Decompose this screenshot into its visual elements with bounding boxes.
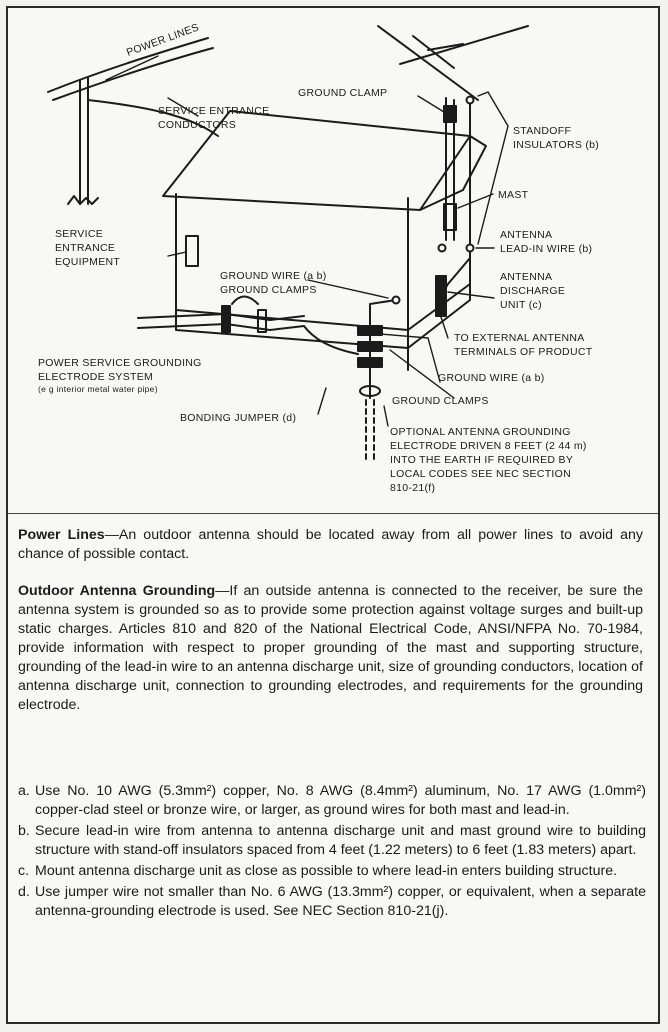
bonding-jumper-line <box>303 325 359 355</box>
label-discharge-1: ANTENNA <box>500 271 552 283</box>
label-discharge-3: UNIT (c) <box>500 299 542 311</box>
grounding-body: —If an outside antenna is connected to t… <box>18 583 643 713</box>
utility-pole-icon <box>47 37 214 205</box>
list-marker: c. <box>18 863 30 879</box>
list-marker: d. <box>18 884 30 900</box>
label-ground-wire-ab: GROUND WIRE (a b) <box>220 270 327 282</box>
list-text: Mount antenna discharge unit as close as… <box>35 863 618 879</box>
discharge-unit-icon <box>435 275 447 317</box>
label-optional-3: INTO THE EARTH IF REQUIRED BY <box>390 454 573 466</box>
requirements-list: a. Use No. 10 AWG (5.3mm²) copper, No. 8 … <box>18 782 646 923</box>
house-icon <box>162 110 487 371</box>
list-item: a. Use No. 10 AWG (5.3mm²) copper, No. 8 … <box>18 782 646 820</box>
label-ground-clamp: GROUND CLAMP <box>298 87 387 99</box>
antenna-grounding-diagram: POWER LINES SERVICE ENTRANCE CONDUCTORS … <box>38 21 599 494</box>
list-item: b. Secure lead-in wire from antenna to an… <box>18 822 646 860</box>
label-service-equipment-2: ENTRANCE <box>55 242 115 254</box>
label-power-grounding-2: ELECTRODE SYSTEM <box>38 371 153 383</box>
label-service-entrance-conductors: SERVICE ENTRANCE <box>158 105 269 117</box>
antenna-mast-icon <box>377 25 529 241</box>
label-standoff-insulators: INSULATORS (b) <box>513 139 599 151</box>
label-standoff: STANDOFF <box>513 125 571 137</box>
grounding-paragraph: Outdoor Antenna Grounding—If an outside … <box>18 582 643 715</box>
label-ground-wire-ab-right: GROUND WIRE (a b) <box>438 372 545 384</box>
list-item: d. Use jumper wire not smaller than No. 6… <box>18 883 646 921</box>
label-power-lines: POWER LINES <box>125 21 201 58</box>
list-text: Use No. 10 AWG (5.3mm²) copper, No. 8 AW… <box>35 783 646 818</box>
list-text: Use jumper wire not smaller than No. 6 A… <box>35 884 646 919</box>
label-to-external-2: TERMINALS OF PRODUCT <box>454 346 593 358</box>
label-discharge-2: DISCHARGE <box>500 285 565 297</box>
power-lines-body: —An outdoor antenna should be located aw… <box>18 527 643 562</box>
label-service-equipment-1: SERVICE <box>55 228 103 240</box>
standoff-insulator-icon <box>465 95 475 105</box>
ground-clamp-icon-2 <box>257 309 267 333</box>
label-ground-clamps-bottom: GROUND CLAMPS <box>392 395 489 407</box>
label-optional-4: LOCAL CODES SEE NEC SECTION <box>390 468 571 480</box>
power-lines-heading: Power Lines <box>18 527 105 543</box>
standoff-insulator-icon-3 <box>437 243 447 253</box>
section-divider <box>8 513 658 514</box>
list-marker: a. <box>18 783 30 799</box>
label-optional-5: 810-21(f) <box>390 482 435 494</box>
label-power-grounding-3: (e g interior metal water pipe) <box>38 384 158 394</box>
ground-rod-icon <box>357 325 383 464</box>
label-to-external-1: TO EXTERNAL ANTENNA <box>454 332 585 344</box>
label-service-entrance-conductors-2: CONDUCTORS <box>158 119 236 131</box>
label-optional-2: ELECTRODE DRIVEN 8 FEET (2 44 m) <box>390 440 587 452</box>
label-service-equipment-3: EQUIPMENT <box>55 256 120 268</box>
label-antenna-leadin-2: LEAD-IN WIRE (b) <box>500 243 592 255</box>
grounding-heading: Outdoor Antenna Grounding <box>18 583 216 599</box>
label-power-grounding-1: POWER SERVICE GROUNDING <box>38 357 202 369</box>
label-mast: MAST <box>498 189 529 201</box>
power-lines-paragraph: Power Lines—An outdoor antenna should be… <box>18 526 643 564</box>
document-frame: POWER LINES SERVICE ENTRANCE CONDUCTORS … <box>6 6 660 1024</box>
list-text: Secure lead-in wire from antenna to ante… <box>35 823 646 858</box>
standoff-insulator-icon-2 <box>465 243 475 253</box>
label-ground-clamps: GROUND CLAMPS <box>220 284 317 296</box>
list-marker: b. <box>18 823 30 839</box>
label-optional-1: OPTIONAL ANTENNA GROUNDING <box>390 426 571 438</box>
ground-clamp-icon <box>221 305 231 333</box>
service-conductor-line <box>87 99 219 137</box>
label-bonding-jumper: BONDING JUMPER (d) <box>180 412 296 424</box>
service-equipment-icon <box>185 235 199 267</box>
list-item: c. Mount antenna discharge unit as close … <box>18 862 646 881</box>
label-antenna-leadin-1: ANTENNA <box>500 229 552 241</box>
water-pipe-icon <box>137 313 305 321</box>
